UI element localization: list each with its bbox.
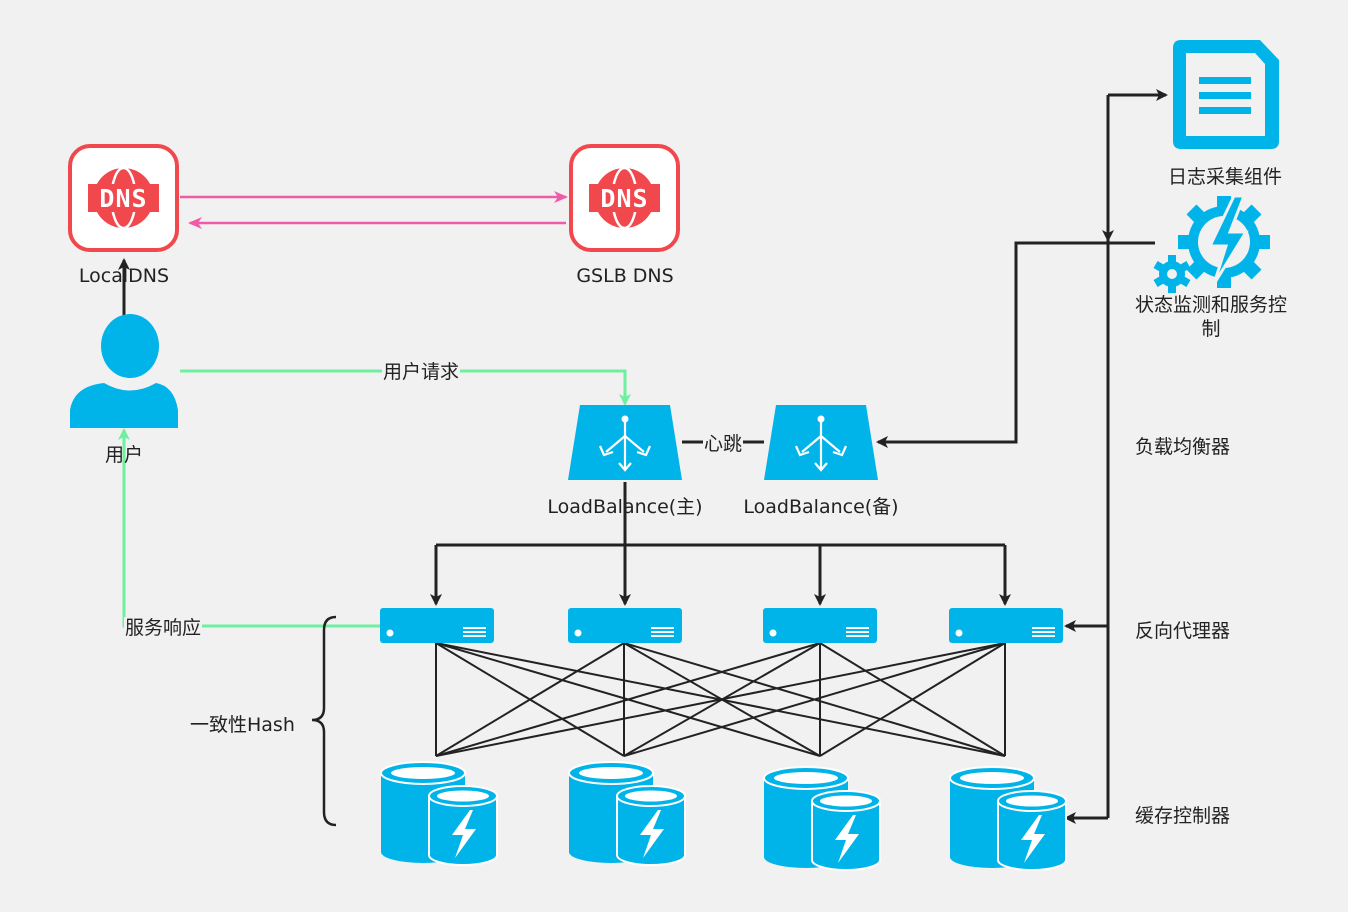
- proxy-server-3: [763, 608, 877, 643]
- lb-backup-label: LoadBalance(备): [743, 496, 899, 518]
- log-collector-label: 日志采集组件: [1167, 166, 1283, 188]
- lb-to-proxy-connectors: [430, 482, 1011, 606]
- local-dns-node: DNS: [68, 144, 179, 252]
- tier-label-cache-controller: 缓存控制器: [1135, 805, 1231, 827]
- control-bus-connectors: [876, 89, 1168, 824]
- local-dns-label: LocalDNS: [78, 265, 170, 287]
- consistent-hash-brace: [311, 615, 337, 827]
- lb-backup-icon: [764, 405, 878, 480]
- proxy-server-2: [568, 608, 682, 643]
- monitor-label: 状态监测和服务控制: [1134, 294, 1287, 340]
- lb-master-icon: [568, 405, 682, 480]
- proxy-server-1: [380, 608, 494, 643]
- tier-label-reverse-proxy: 反向代理器: [1135, 620, 1231, 642]
- proxy-server-4: [949, 608, 1063, 643]
- service-response-label: 服务响应: [123, 617, 203, 639]
- dns-icon-text: DNS: [99, 184, 147, 213]
- consistent-hash-label: 一致性Hash: [190, 714, 295, 736]
- cache-db-4: [949, 766, 1067, 871]
- document-icon: [1173, 40, 1279, 149]
- heartbeat-label: 心跳: [702, 433, 744, 455]
- dns-query-arrows: [180, 191, 568, 229]
- user-label: 用户: [104, 444, 144, 466]
- dns-icon-text: DNS: [600, 184, 648, 213]
- cache-db-3: [763, 766, 881, 871]
- dns-globe-icon: DNS: [589, 166, 660, 230]
- user-request-label: 用户请求: [381, 361, 461, 383]
- tier-label-load-balancer: 负载均衡器: [1135, 436, 1231, 458]
- cache-db-2: [568, 761, 686, 866]
- gslb-dns-label: GSLB DNS: [576, 265, 674, 287]
- gears-lightning-icon: [1153, 194, 1270, 293]
- gslb-dns-node: DNS: [569, 144, 680, 252]
- consistent-hash-mesh: [435, 642, 1006, 757]
- cache-db-1: [380, 761, 498, 866]
- dns-globe-icon: DNS: [88, 166, 159, 230]
- lb-master-label: LoadBalance(主): [547, 496, 703, 518]
- user-icon: [70, 314, 178, 428]
